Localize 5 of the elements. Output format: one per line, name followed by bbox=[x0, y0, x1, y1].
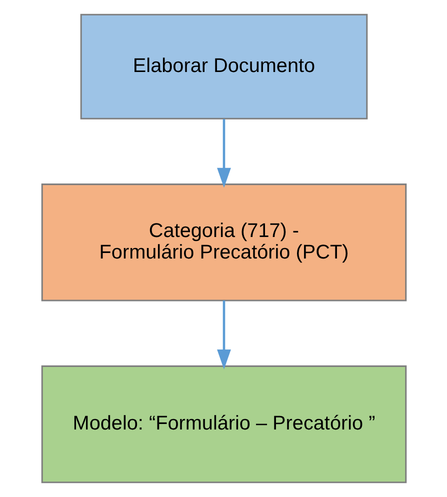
arrow bbox=[216, 119, 230, 188]
node-box: Categoria (717) - Formulário Precatório (PCT) bbox=[40, 184, 406, 302]
arrow bbox=[216, 300, 230, 370]
node-box: Elaborar Documento bbox=[80, 14, 368, 120]
node-box: Modelo: “Formulário – Precatório ” bbox=[40, 365, 406, 484]
